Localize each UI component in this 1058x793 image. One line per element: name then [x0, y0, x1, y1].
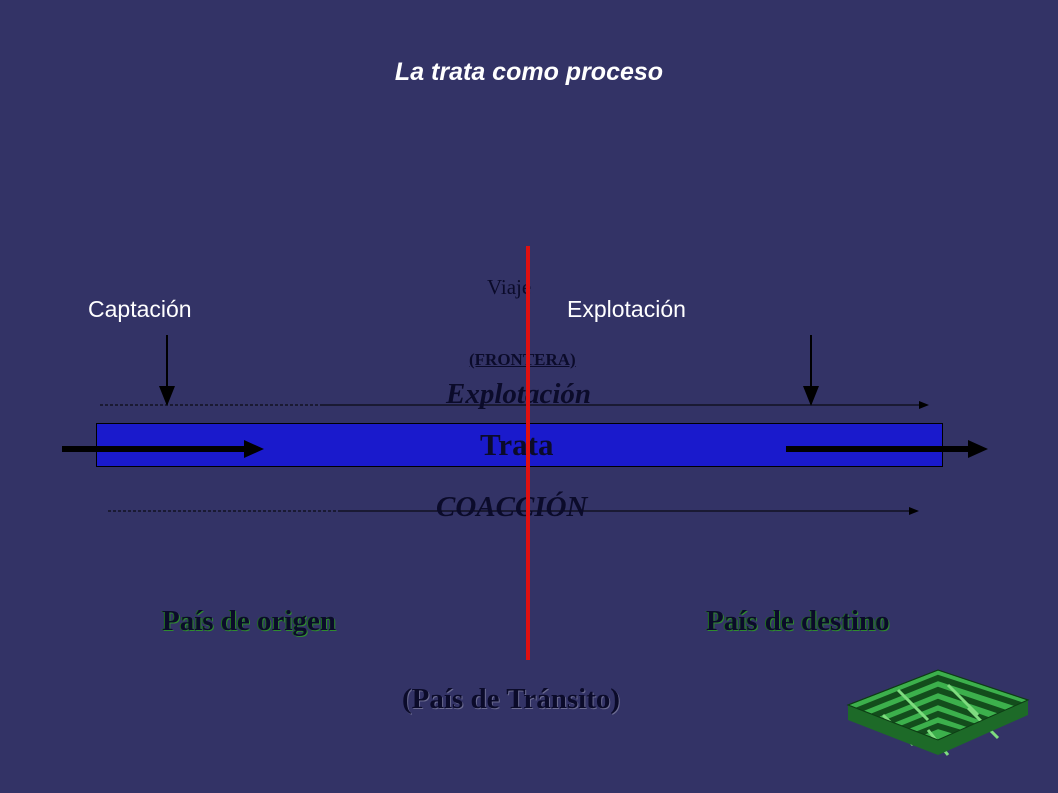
coaccion-label: COACCIÓN [436, 491, 588, 523]
explotacion-top-label: Explotación [567, 296, 686, 322]
trata-bar [96, 423, 943, 467]
pais-origen-label: País de origen [162, 605, 336, 637]
captacion-label: Captación [88, 296, 192, 322]
maze-icon [846, 669, 1030, 756]
explotacion-arrow-label: Explotación [446, 378, 592, 410]
page-title: La trata como proceso [394, 58, 664, 86]
pais-transito-label: (País de Tránsito) [402, 683, 621, 715]
pais-destino-label: País de destino [706, 605, 890, 637]
viaje-label: Viaje [487, 275, 532, 299]
frontera-label: (FRONTERA) [469, 350, 576, 369]
trata-label: Trata [480, 427, 554, 462]
